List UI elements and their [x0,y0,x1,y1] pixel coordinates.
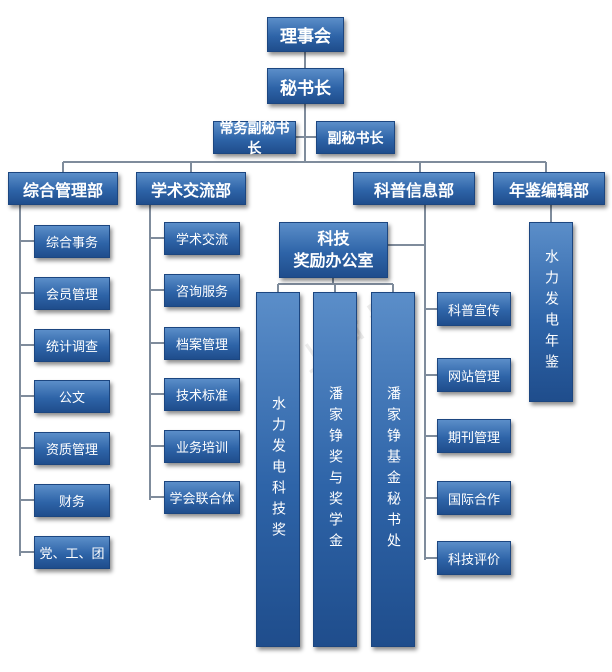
secretary-general-label: 秘书长 [280,78,331,99]
council-box: 理事会 [267,17,344,52]
award-office-box: 科技 奖励办公室 [279,222,388,278]
item-science-promotion: 科普宣传 [437,292,511,326]
dept-yearbook-label: 年鉴编辑部 [508,180,589,200]
item-label: 党、工、团 [39,547,105,562]
item-finance: 财务 [34,484,110,517]
vertical-label: 潘家铮基金秘书处 [385,385,401,554]
item-label: 期刊管理 [447,430,500,446]
item-label: 学会联合体 [169,492,235,507]
item-label: 学术交流 [175,233,228,248]
item-academic-exchange: 学术交流 [164,222,240,255]
item-label: 公文 [58,391,85,406]
item-label: 财务 [58,495,85,510]
dept-yearbook: 年鉴编辑部 [493,172,605,205]
deputy-label: 副秘书长 [327,130,384,147]
item-statistics-survey: 统计调查 [34,329,110,362]
item-general-affairs: 综合事务 [34,225,110,258]
standing-deputy-label: 常务副秘书长 [219,120,290,157]
item-label: 技术标准 [175,389,228,404]
secretary-general-box: 秘书长 [267,68,344,104]
item-label: 档案管理 [175,338,228,353]
item-label: 统计调查 [45,340,98,355]
award-hydropower-sci-tech: 水力发电科技奖 [256,292,300,647]
dept-general-management: 综合管理部 [8,172,118,205]
item-party-union: 党、工、团 [34,536,110,569]
vertical-label: 潘家铮奖与奖学金 [327,385,343,554]
dept-science-info-label: 科普信息部 [373,180,454,200]
item-society-alliance: 学会联合体 [164,481,240,514]
item-tech-evaluation: 科技评价 [437,541,511,575]
dept-science-info: 科普信息部 [353,172,475,205]
award-pan-jiazheng-prize: 潘家铮奖与奖学金 [313,292,357,647]
dept-academic-exchange-label: 学术交流部 [150,180,231,200]
item-label: 会员管理 [45,288,98,303]
item-label: 资质管理 [45,443,98,458]
standing-deputy-box: 常务副秘书长 [213,121,296,157]
item-consulting: 咨询服务 [164,274,240,307]
item-documents: 公文 [34,380,110,413]
deputy-box: 副秘书长 [316,121,395,154]
item-tech-standards: 技术标准 [164,378,240,411]
item-archives: 档案管理 [164,327,240,360]
item-website-management: 网站管理 [437,358,511,392]
item-label: 综合事务 [45,236,98,251]
council-label: 理事会 [280,27,331,47]
award-office-line2: 奖励办公室 [293,251,374,270]
item-label: 业务培训 [175,441,228,456]
item-label: 咨询服务 [175,285,228,300]
item-label: 科普宣传 [447,303,500,319]
item-qualification: 资质管理 [34,432,110,465]
item-member-management: 会员管理 [34,277,110,310]
award-pan-jiazheng-fund: 潘家铮基金秘书处 [371,292,415,647]
item-label: 网站管理 [447,369,500,385]
dept-academic-exchange: 学术交流部 [136,172,246,205]
item-international-cooperation: 国际合作 [437,481,511,515]
vertical-label: 水力发电科技奖 [270,396,286,543]
vertical-label: 水力发电年鉴 [543,249,559,375]
item-label: 国际合作 [447,492,500,508]
item-training: 业务培训 [164,430,240,463]
item-journal-management: 期刊管理 [437,419,511,453]
item-label: 科技评价 [447,552,500,568]
item-hydropower-yearbook: 水力发电年鉴 [529,222,573,402]
award-office-line1: 科技 [317,229,350,248]
dept-general-management-label: 综合管理部 [22,180,103,200]
